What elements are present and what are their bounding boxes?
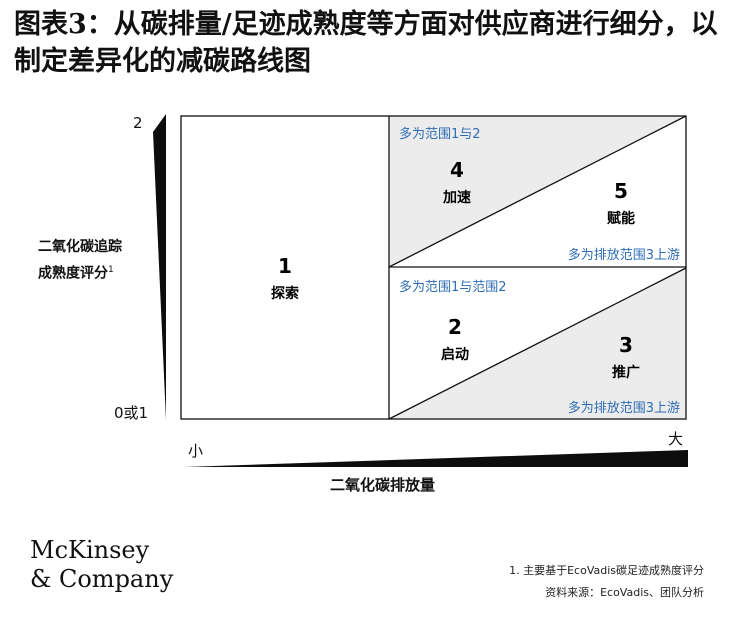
footnotes: 1. 主要基于EcoVadis碳足迹成熟度评分 资料来源：EcoVadis、团队… bbox=[509, 560, 704, 604]
lower-diagonal bbox=[388, 267, 687, 420]
segmentation-diagram: 1 探索 多为范围1与2 4 加速 5 赋能 多为排放范围3上游 多为范围1与范… bbox=[153, 114, 688, 467]
segment-5-number: 5 bbox=[614, 179, 628, 203]
y-axis-wedge bbox=[153, 114, 166, 420]
segment-4-name: 加速 bbox=[442, 189, 471, 206]
segment-1-number: 1 bbox=[278, 254, 292, 278]
source-note: 资料来源：EcoVadis、团队分析 bbox=[545, 586, 704, 599]
x-axis-label: 二氧化碳排放量 bbox=[330, 476, 436, 494]
y-axis-label: 二氧化碳追踪成熟度评分1 bbox=[38, 236, 134, 286]
logo-line-2: & Company bbox=[30, 565, 174, 593]
segment-5-note: 多为排放范围3上游 bbox=[568, 247, 680, 263]
segment-4-note: 多为范围1与2 bbox=[399, 126, 481, 142]
footnote-1: 1. 主要基于EcoVadis碳足迹成熟度评分 bbox=[509, 564, 704, 577]
segment-2-name: 启动 bbox=[441, 346, 469, 363]
x-axis-left-tick: 小 bbox=[188, 442, 204, 460]
segment-2-note: 多为范围1与范围2 bbox=[399, 279, 507, 295]
y-axis-top-tick: 2 bbox=[133, 114, 143, 132]
segment-2-number: 2 bbox=[448, 315, 462, 339]
mckinsey-logo: McKinsey & Company bbox=[30, 536, 173, 594]
segment-3-number: 3 bbox=[619, 333, 633, 357]
segment-1-name: 探索 bbox=[271, 285, 299, 302]
x-axis-wedge bbox=[184, 450, 688, 467]
logo-line-1: McKinsey bbox=[30, 536, 150, 564]
segment-3-name: 推广 bbox=[612, 364, 640, 381]
segment-5-name: 赋能 bbox=[607, 210, 635, 227]
segment-4-number: 4 bbox=[450, 158, 464, 182]
upper-diagonal bbox=[388, 115, 687, 268]
y-axis-bottom-tick: 0或1 bbox=[114, 404, 149, 422]
y-axis-label-text: 二氧化碳追踪成熟度评分 bbox=[38, 239, 122, 282]
y-axis-footnote-mark: 1 bbox=[108, 265, 114, 275]
x-axis-right-tick: 大 bbox=[668, 430, 684, 448]
segment-3-note: 多为排放范围3上游 bbox=[568, 400, 680, 416]
page-title: 图表3：从碳排量/足迹成熟度等方面对供应商进行细分，以制定差异化的减碳路线图 bbox=[14, 9, 718, 77]
